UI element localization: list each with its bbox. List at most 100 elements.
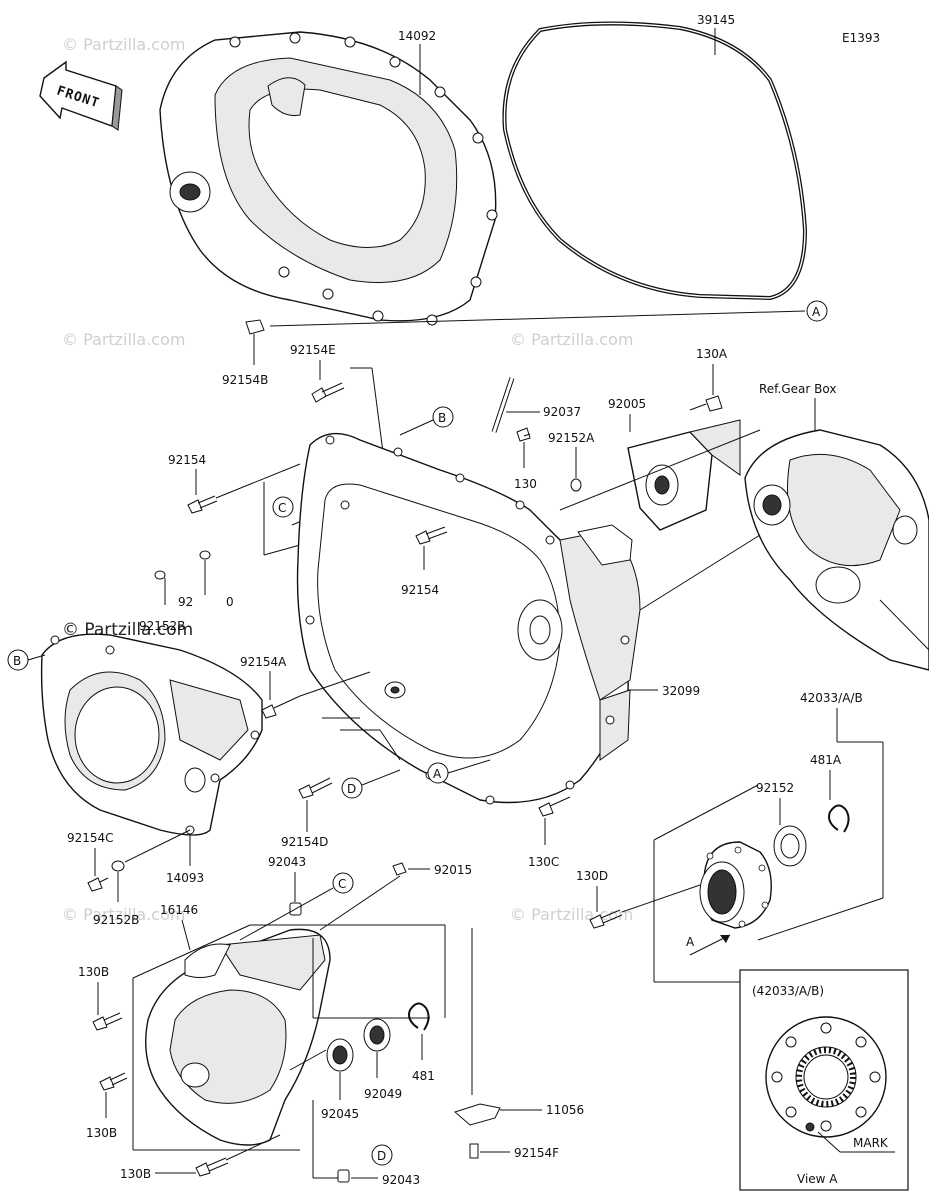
screw-92154F[interactable] (469, 1143, 479, 1159)
part-number-92152[interactable]: 92152 (756, 781, 794, 795)
gear-box-reference (744, 429, 929, 671)
view-a-title: (42033/A/B) (752, 984, 824, 998)
bolt-130B[interactable] (92, 1012, 123, 1031)
bolt-130[interactable] (516, 427, 531, 442)
part-number-130C[interactable]: 130C (528, 855, 559, 869)
nut-92015[interactable] (392, 862, 407, 876)
view-a-arrow-label: A (686, 935, 695, 949)
svg-text:A: A (433, 767, 442, 781)
fitting-92005[interactable] (627, 419, 741, 531)
part-number-92152A[interactable]: 92152A (548, 431, 595, 445)
callout-d: D (341, 777, 363, 799)
part-number-92154B[interactable]: 92154B (222, 373, 268, 387)
svg-text:C: C (278, 501, 286, 515)
part-number-92045[interactable]: 92045 (321, 1107, 359, 1121)
ref-gear-box-label: Ref.Gear Box (759, 382, 836, 396)
part-number-130B-3[interactable]: 130B (120, 1167, 151, 1181)
part-number-92049[interactable]: 92049 (364, 1087, 402, 1101)
washer-92152B-top[interactable] (154, 550, 211, 580)
part-number-14092[interactable]: 14092 (398, 29, 436, 43)
watermark: © Partzilla.com (62, 330, 185, 349)
bracket-11056[interactable] (454, 1103, 501, 1126)
part-number-16146[interactable]: 16146 (160, 903, 198, 917)
belt-cover-14093[interactable] (40, 633, 263, 836)
arrow-icon (689, 934, 731, 956)
washer-92152B-bottom[interactable] (111, 860, 125, 872)
inner-cover-32099[interactable] (296, 432, 641, 805)
callout-c-bottom: C (332, 872, 354, 894)
bolt-92154-mid[interactable] (415, 526, 448, 545)
callout-c: C (272, 496, 294, 518)
view-a-panel: (42033/A/B) MARK View A (739, 969, 909, 1191)
part-number-32099[interactable]: 32099 (662, 684, 700, 698)
bolt-92154E[interactable] (311, 382, 345, 403)
callout-b: B (432, 406, 454, 428)
part-number-481A[interactable]: 481A (810, 753, 842, 767)
part-number-11056[interactable]: 11056 (546, 1103, 584, 1117)
callout-a: A (806, 300, 828, 322)
bearing-92152[interactable] (773, 825, 807, 867)
part-number-39145[interactable]: 39145 (697, 13, 735, 27)
part-number-92043-top[interactable]: 92043 (268, 855, 306, 869)
watermark: © Partzilla.com (62, 35, 185, 54)
circlip-481[interactable] (408, 1002, 430, 1031)
bolt-92154C[interactable] (87, 877, 109, 892)
mark-label: MARK (853, 1136, 889, 1150)
svg-text:A: A (812, 305, 821, 319)
part-number-14093[interactable]: 14093 (166, 871, 204, 885)
stud-92037[interactable] (491, 377, 515, 433)
part-number-130[interactable]: 130 (514, 477, 537, 491)
part-number-92154A[interactable]: 92154A (240, 655, 287, 669)
watermark: © Partzilla.com (510, 905, 633, 924)
part-number-92[interactable]: 92 (178, 595, 193, 609)
bolt-130C[interactable] (538, 796, 571, 817)
circlip-481A[interactable] (828, 804, 850, 833)
part-number-130B[interactable]: 130B (78, 965, 109, 979)
part-number-92154F[interactable]: 92154F (514, 1146, 559, 1160)
part-number-92005[interactable]: 92005 (608, 397, 646, 411)
svg-text:D: D (347, 782, 356, 796)
part-number-92037[interactable]: 92037 (543, 405, 581, 419)
part-number-92015[interactable]: 92015 (434, 863, 472, 877)
svg-text:C: C (338, 877, 346, 891)
bolt-130A[interactable] (689, 395, 723, 412)
washer-92152A[interactable] (570, 478, 582, 492)
bolt-130B-2[interactable] (99, 1072, 128, 1091)
clutch-cover-14092[interactable] (159, 31, 498, 326)
gasket-39145[interactable] (502, 21, 808, 301)
part-number-92154[interactable]: 92154 (168, 453, 206, 467)
part-number-92154D[interactable]: 92154D (281, 835, 328, 849)
clutch-hub-42033[interactable] (699, 841, 772, 929)
part-number-130A[interactable]: 130A (696, 347, 728, 361)
svg-text:D: D (377, 1149, 386, 1163)
bolt-92154A[interactable] (261, 695, 301, 719)
hub-view-a (765, 1016, 887, 1138)
part-number-92152B-bottom[interactable]: 92152B (93, 913, 139, 927)
part-number-92154E[interactable]: 92154E (290, 343, 336, 357)
callout-d-bottom: D (371, 1144, 393, 1166)
part-number-hidden-tail[interactable]: 0 (226, 595, 234, 609)
part-number-42033AB[interactable]: 42033/A/B (800, 691, 863, 705)
part-number-481[interactable]: 481 (412, 1069, 435, 1083)
seal-92045[interactable] (326, 1038, 354, 1072)
dowel-92043-bottom[interactable] (337, 1169, 350, 1183)
part-number-92154-mid[interactable]: 92154 (401, 583, 439, 597)
seal-92049[interactable] (363, 1018, 391, 1052)
svg-text:B: B (13, 654, 21, 668)
bolt-92154D[interactable] (298, 777, 333, 799)
front-arrow-icon: FRONT (39, 60, 123, 131)
part-number-92152B-top[interactable]: 92152B (139, 619, 185, 633)
part-number-130D[interactable]: 130D (576, 869, 608, 883)
bolt-130D[interactable] (589, 909, 623, 929)
view-a-caption: View A (797, 1172, 838, 1186)
callout-a-middle: A (427, 762, 449, 784)
part-number-92043-bottom[interactable]: 92043 (382, 1173, 420, 1187)
bolt-130B-3[interactable] (195, 1157, 229, 1177)
svg-text:B: B (438, 411, 446, 425)
part-number-92154C[interactable]: 92154C (67, 831, 114, 845)
bolt-92154B[interactable] (245, 319, 265, 335)
part-number-130B-2[interactable]: 130B (86, 1126, 117, 1140)
bolt-92154[interactable] (187, 495, 218, 514)
lower-cover-16146[interactable] (145, 928, 331, 1146)
